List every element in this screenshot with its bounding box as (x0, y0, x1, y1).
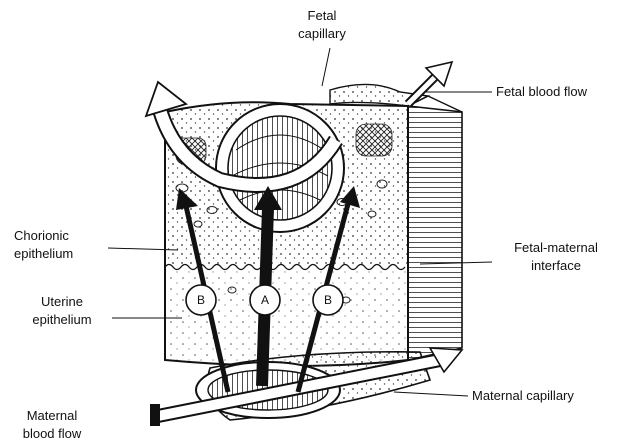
label-fetal-capillary-line1: Fetal (308, 8, 337, 23)
label-maternal-flow-line1: Maternal (27, 408, 78, 423)
label-chorionic-line1: Chorionic (14, 228, 69, 243)
label-fetal-blood-flow: Fetal blood flow (496, 84, 588, 99)
label-maternal-capillary: Maternal capillary (472, 388, 574, 403)
label-maternal-flow-line2: blood flow (23, 426, 82, 441)
label-fetal-capillary-line2: capillary (298, 26, 346, 41)
svg-text:B: B (197, 293, 205, 307)
label-uterine-line1: Uterine (41, 294, 83, 309)
nucleus-cluster-right (356, 124, 392, 156)
label-chorionic-line2: epithelium (14, 246, 73, 261)
label-fetal-maternal-line2: interface (531, 258, 581, 273)
svg-text:B: B (324, 293, 332, 307)
marker-b-left: B (186, 285, 216, 315)
label-fetal-maternal-line1: Fetal-maternal (514, 240, 598, 255)
svg-text:A: A (261, 293, 269, 307)
block-side-face (408, 96, 462, 360)
label-uterine-line2: epithelium (32, 312, 91, 327)
marker-a-center: A (250, 285, 280, 315)
marker-b-right: B (313, 285, 343, 315)
